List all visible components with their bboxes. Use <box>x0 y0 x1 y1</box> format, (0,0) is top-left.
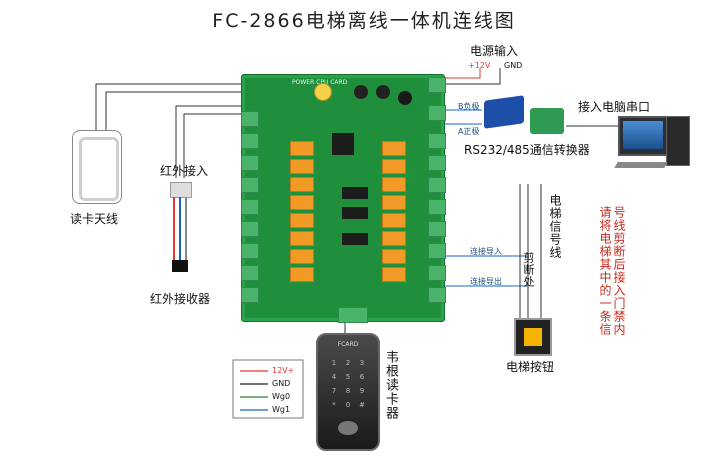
infrared-sensor <box>168 182 192 274</box>
power-input-label: 电源输入 <box>470 44 519 58</box>
gnd-label: GND <box>504 61 523 70</box>
capacitor-icon <box>354 85 368 99</box>
keyboard-icon <box>614 162 668 168</box>
diagram-title: FC-2866电梯离线一体机连线图 <box>212 10 516 32</box>
b-negative-label: B负极 <box>458 102 480 111</box>
legend-wg0: Wg0 <box>272 392 291 401</box>
cut-point-label: 剪断处 <box>522 252 535 288</box>
a-positive-label: A正极 <box>458 127 480 136</box>
driver-chip <box>342 187 368 199</box>
monitor-icon <box>618 116 668 156</box>
elevator-button-device <box>514 318 552 356</box>
driver-chip <box>342 233 368 245</box>
legend-gnd: GND <box>272 379 291 388</box>
controller-board: POWER CPU CARD <box>241 74 446 323</box>
battery-icon <box>314 83 332 101</box>
pc-serial-label: 接入电脑串口 <box>578 100 651 114</box>
capacitor-icon <box>376 85 390 99</box>
antenna-label: 读卡天线 <box>70 212 119 226</box>
plus12v-label: +12V <box>468 61 491 70</box>
antenna-coil <box>72 130 122 204</box>
legend-12v: 12V+ <box>272 366 295 375</box>
converter-terminal <box>530 108 564 134</box>
cpu-chip <box>332 133 354 155</box>
connect-in-label: 连接导入 <box>470 247 502 256</box>
reader-label: 韦根读卡器 <box>383 350 398 420</box>
board-top-label: POWER CPU CARD <box>292 79 348 86</box>
legend-wg1: Wg1 <box>272 405 291 414</box>
fingerprint-icon <box>338 421 358 435</box>
infrared-in-label: 红外接入 <box>160 164 209 178</box>
instruction-column-1: 号线剪断后接入门禁内 <box>612 206 626 336</box>
converter-label: RS232/485通信转换器 <box>464 143 590 157</box>
driver-chip <box>342 207 368 219</box>
buzzer-icon <box>398 91 412 105</box>
instruction-column-2: 请将电梯其中的一条信 <box>598 206 612 336</box>
wiegand-card-reader: FCARD 1 2 3 4 5 6 7 8 9 * 0 # <box>316 333 380 451</box>
converter-device <box>484 95 524 129</box>
elevator-button-label: 电梯按钮 <box>506 360 555 374</box>
infrared-receiver-label: 红外接收器 <box>150 292 211 306</box>
connect-out-label: 连接导出 <box>470 277 502 286</box>
pc-tower-icon <box>666 116 690 166</box>
elevator-signal-label: 电梯信号线 <box>548 194 562 259</box>
reader-brand: FCARD <box>337 341 359 348</box>
